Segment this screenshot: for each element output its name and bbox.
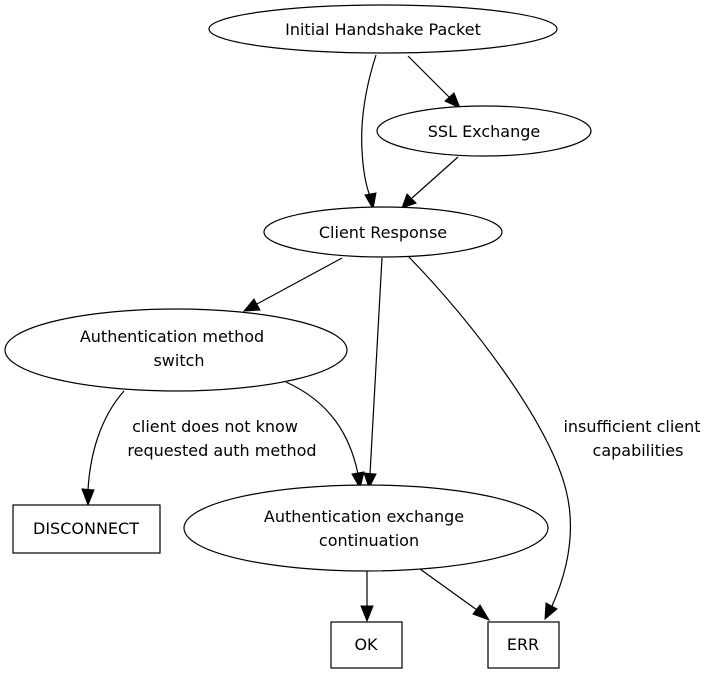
node-label: switch (153, 351, 204, 370)
edge-handshake-to-ssl (407, 55, 461, 109)
edge-auth-switch-to-disconnect (81, 390, 125, 507)
edge-client-response-to-auth-exchange (363, 257, 383, 490)
node-label: Client Response (319, 223, 447, 242)
node-auth-exchange-continuation: Authentication exchange continuation (183, 484, 549, 572)
edge-label-line: capabilities (593, 441, 684, 460)
node-ssl-exchange: SSL Exchange (376, 105, 592, 157)
node-label: OK (354, 635, 378, 654)
node-client-response: Client Response (263, 206, 503, 258)
node-label: Authentication exchange (264, 507, 464, 526)
node-auth-method-switch: Authentication method switch (4, 308, 348, 392)
edge-label-insufficient-capabilities: insufficient client capabilities (563, 417, 700, 460)
edge-handshake-to-client-response (361, 54, 377, 211)
edges (81, 54, 571, 623)
node-err: ERR (487, 621, 560, 669)
edge-label-line: requested auth method (127, 441, 316, 460)
node-label: DISCONNECT (33, 519, 139, 538)
edge-auth-exchange-to-err (419, 568, 491, 621)
edge-label-line: client does not know (132, 417, 298, 436)
edge-auth-switch-to-auth-exchange (285, 381, 365, 490)
node-label: Authentication method (80, 327, 264, 346)
node-label: continuation (319, 531, 419, 550)
node-ok: OK (330, 621, 403, 669)
node-initial-handshake: Initial Handshake Packet (208, 4, 558, 54)
edge-label-line: insufficient client (563, 417, 700, 436)
edge-client-response-to-auth-switch (242, 257, 343, 312)
node-label: ERR (507, 635, 539, 654)
node-disconnect: DISCONNECT (12, 504, 161, 554)
node-label: Initial Handshake Packet (285, 20, 481, 39)
edge-ssl-to-client-response (401, 156, 459, 209)
edge-client-response-to-err (407, 255, 571, 621)
edge-label-unknown-auth-method: client does not know requested auth meth… (127, 417, 316, 460)
edge-auth-exchange-to-ok (360, 571, 374, 623)
node-label: SSL Exchange (428, 122, 541, 141)
